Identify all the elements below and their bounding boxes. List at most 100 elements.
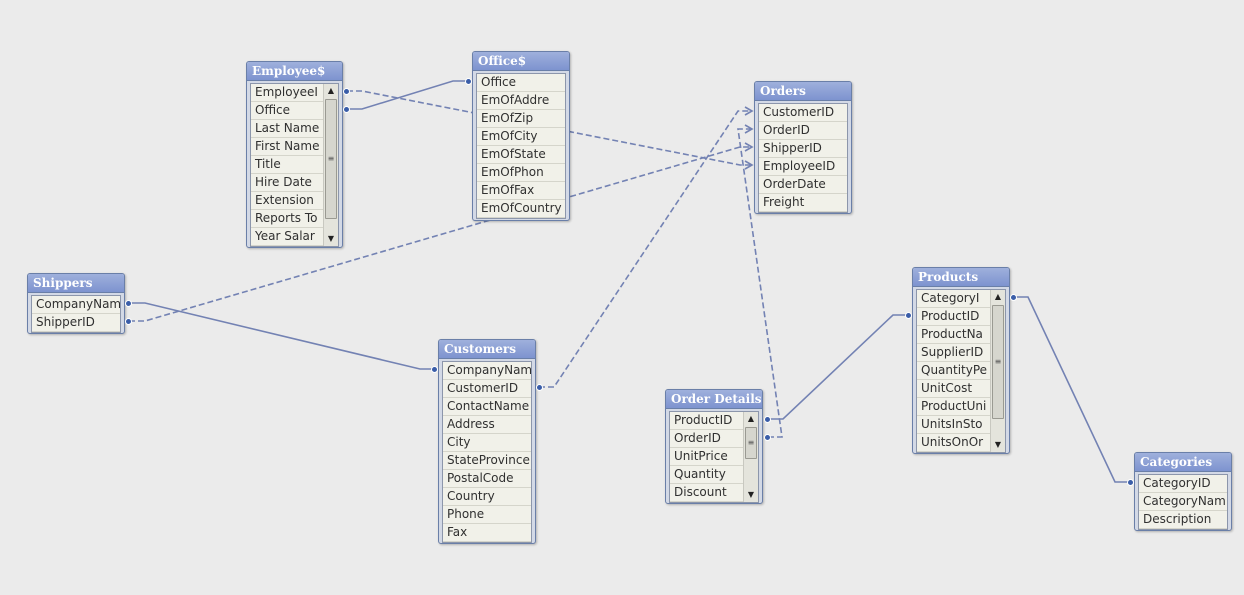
table-title[interactable]: Shippers [28, 274, 124, 293]
field-row[interactable]: CustomerID [759, 104, 847, 122]
field-row[interactable]: UnitCost [917, 380, 990, 398]
scroll-up-icon[interactable]: ▲ [994, 292, 1002, 301]
link-anchor [1127, 479, 1134, 486]
link-anchor [905, 312, 912, 319]
scroll-down-icon[interactable]: ▼ [747, 490, 755, 499]
link-anchor [764, 416, 771, 423]
field-row[interactable]: Country [443, 488, 531, 506]
field-row[interactable]: Extension [251, 192, 323, 210]
field-row[interactable]: StateProvince [443, 452, 531, 470]
field-row[interactable]: UnitPrice [670, 448, 743, 466]
field-row[interactable]: Office [251, 102, 323, 120]
field-row[interactable]: City [443, 434, 531, 452]
arrow-head [744, 160, 754, 170]
field-row[interactable]: UnitsInSto [917, 416, 990, 434]
field-row[interactable]: OrderID [759, 122, 847, 140]
link-anchor [1010, 294, 1017, 301]
link-anchor [125, 300, 132, 307]
table-title[interactable]: Products [913, 268, 1009, 287]
field-row[interactable]: CategoryID [1139, 475, 1227, 493]
field-row[interactable]: Fax [443, 524, 531, 542]
field-row[interactable]: Quantity [670, 466, 743, 484]
field-row[interactable]: First Name [251, 138, 323, 156]
field-row[interactable]: EmOfState [477, 146, 565, 164]
field-row[interactable]: EmOfZip [477, 110, 565, 128]
table-title[interactable]: Orders [755, 82, 851, 101]
field-row[interactable]: QuantityPe [917, 362, 990, 380]
field-row[interactable]: SupplierID [917, 344, 990, 362]
field-row[interactable]: ContactName [443, 398, 531, 416]
field-row[interactable]: OrderDate [759, 176, 847, 194]
field-row[interactable]: EmployeeID [759, 158, 847, 176]
link-anchor [764, 434, 771, 441]
field-row[interactable]: Hire Date [251, 174, 323, 192]
field-row[interactable]: ProductUni [917, 398, 990, 416]
field-row[interactable]: Description [1139, 511, 1227, 529]
field-row[interactable]: ProductID [670, 412, 743, 430]
field-row[interactable]: EmOfFax [477, 182, 565, 200]
field-row[interactable]: CategoryNam [1139, 493, 1227, 511]
link-anchor [343, 88, 350, 95]
vertical-scrollbar[interactable]: ▲ ≡ ▼ [743, 412, 758, 502]
field-row[interactable]: ProductNa [917, 326, 990, 344]
scroll-thumb[interactable]: ≡ [992, 305, 1004, 419]
scroll-down-icon[interactable]: ▼ [994, 440, 1002, 449]
table-title[interactable]: Customers [439, 340, 535, 359]
field-row[interactable]: Office [477, 74, 565, 92]
field-row[interactable]: EmOfPhon [477, 164, 565, 182]
field-row[interactable]: OrderID [670, 430, 743, 448]
vertical-scrollbar[interactable]: ▲ ≡ ▼ [990, 290, 1005, 452]
field-row[interactable]: ShipperID [32, 314, 120, 332]
scroll-down-icon[interactable]: ▼ [327, 234, 335, 243]
scroll-thumb[interactable]: ≡ [325, 99, 337, 219]
field-row[interactable]: EmOfAddre [477, 92, 565, 110]
field-row[interactable]: UnitsOnOr [917, 434, 990, 452]
field-row[interactable]: Year Salar [251, 228, 323, 246]
field-row[interactable]: Phone [443, 506, 531, 524]
vertical-scrollbar[interactable]: ▲ ≡ ▼ [323, 84, 338, 246]
field-row[interactable]: EmployeeI [251, 84, 323, 102]
scroll-up-icon[interactable]: ▲ [327, 86, 335, 95]
field-row[interactable]: PostalCode [443, 470, 531, 488]
table-title[interactable]: Order Details [666, 390, 762, 409]
field-row[interactable]: Discount [670, 484, 743, 502]
field-row[interactable]: Last Name [251, 120, 323, 138]
field-row[interactable]: CompanyNam [443, 362, 531, 380]
field-row[interactable]: EmOfCountry [477, 200, 565, 218]
field-row[interactable]: ProductID [917, 308, 990, 326]
field-row[interactable]: Reports To [251, 210, 323, 228]
arrow-head [744, 124, 754, 134]
table-title[interactable]: Employee$ [247, 62, 342, 81]
field-row[interactable]: Freight [759, 194, 847, 212]
link-products-categories [1013, 296, 1130, 483]
field-row[interactable]: Address [443, 416, 531, 434]
arrow-head [744, 106, 754, 116]
field-row[interactable]: CompanyNam [32, 296, 120, 314]
field-row[interactable]: CustomerID [443, 380, 531, 398]
scroll-thumb[interactable]: ≡ [745, 427, 757, 459]
table-title[interactable]: Categories [1135, 453, 1231, 472]
field-row[interactable]: CategoryI [917, 290, 990, 308]
table-title[interactable]: Office$ [473, 52, 569, 71]
field-row[interactable]: Title [251, 156, 323, 174]
scroll-up-icon[interactable]: ▲ [747, 414, 755, 423]
field-row[interactable]: EmOfCity [477, 128, 565, 146]
field-row[interactable]: ShipperID [759, 140, 847, 158]
